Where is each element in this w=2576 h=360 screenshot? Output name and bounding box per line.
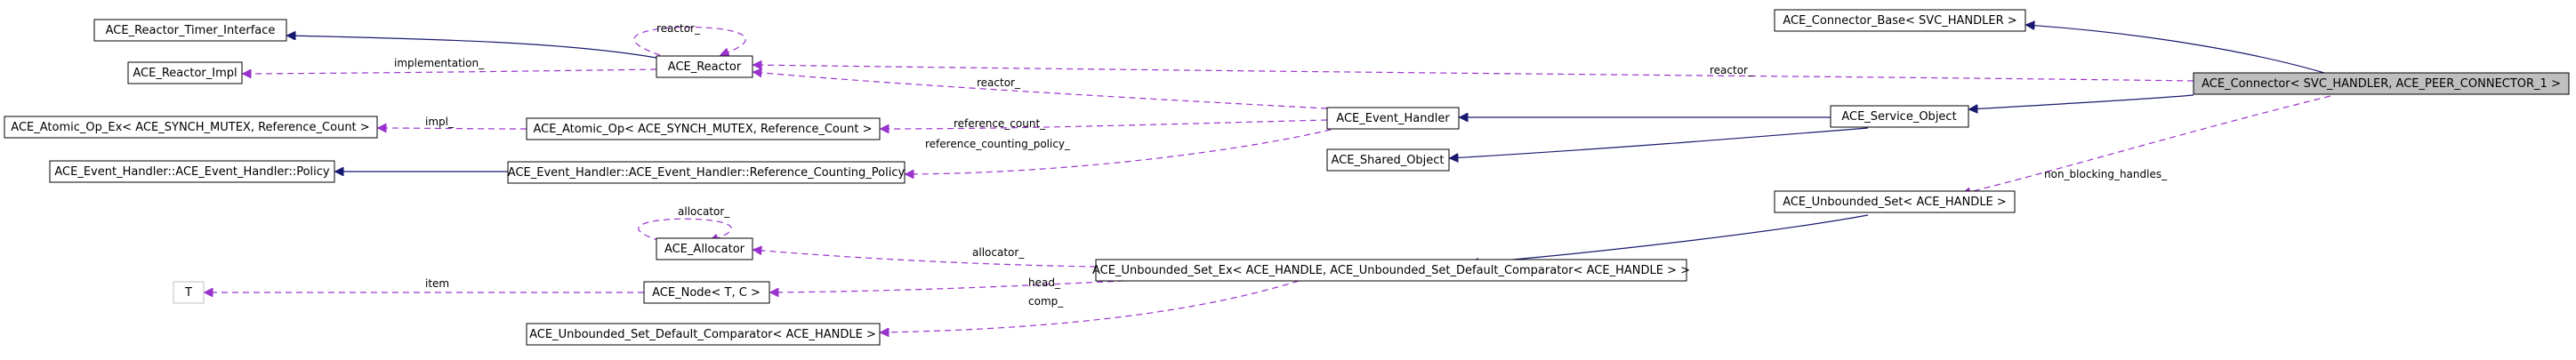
svg-text:ACE_Atomic_Op_Ex< ACE_SYNCH_MU: ACE_Atomic_Op_Ex< ACE_SYNCH_MUTEX, Refer…: [11, 121, 369, 134]
node-shared-object[interactable]: ACE_Shared_Object: [1326, 148, 1450, 172]
svg-text:ACE_Reactor_Impl: ACE_Reactor_Impl: [133, 67, 237, 80]
edge-connector-to-connector-base: [2026, 25, 2331, 76]
label-item: item: [425, 277, 449, 290]
edge-event-handler-to-reactor: [753, 72, 1328, 109]
node-ref-counting-policy[interactable]: ACE_Event_Handler::ACE_Event_Handler::Re…: [507, 161, 906, 184]
node-policy[interactable]: ACE_Event_Handler::ACE_Event_Handler::Po…: [49, 160, 335, 183]
svg-text:ACE_Shared_Object: ACE_Shared_Object: [1331, 154, 1444, 167]
svg-text:ACE_Event_Handler::ACE_Event_H: ACE_Event_Handler::ACE_Event_Handler::Re…: [508, 166, 906, 180]
svg-text:ACE_Unbounded_Set< ACE_HANDLE: ACE_Unbounded_Set< ACE_HANDLE >: [1783, 196, 2007, 209]
node-reactor-impl[interactable]: ACE_Reactor_Impl: [127, 61, 243, 84]
svg-text:ACE_Unbounded_Set_Default_Comp: ACE_Unbounded_Set_Default_Comparator< AC…: [529, 328, 876, 341]
svg-text:ACE_Allocator: ACE_Allocator: [664, 243, 745, 256]
label-comp: comp_: [1028, 295, 1064, 308]
edge-event-handler-to-ref-counting-policy: [906, 126, 1342, 174]
edge-reactor-to-reactor-impl: [243, 68, 657, 74]
label-non-blocking-handles: non_blocking_handles_: [2044, 168, 2168, 180]
node-unbounded-set-ex[interactable]: ACE_Unbounded_Set_Ex< ACE_HANDLE, ACE_Un…: [1092, 259, 1690, 282]
edge-connector-to-service-object: [1969, 94, 2194, 109]
svg-text:ACE_Reactor_Timer_Interface: ACE_Reactor_Timer_Interface: [106, 24, 276, 37]
node-atomic-op[interactable]: ACE_Atomic_Op< ACE_SYNCH_MUTEX, Referenc…: [526, 117, 881, 140]
label-reactor-self: reactor_: [656, 22, 701, 35]
node-allocator[interactable]: ACE_Allocator: [656, 237, 753, 260]
svg-text:ACE_Connector< SVC_HANDLER, AC: ACE_Connector< SVC_HANDLER, ACE_PEER_CON…: [2202, 77, 2561, 91]
edge-unbounded-set-ex-to-allocator: [753, 250, 1097, 268]
label-reactor-from-connector: reactor_: [1710, 64, 1754, 76]
edge-reactor-to-reactor-timer-interface: [287, 36, 657, 59]
label-reference-counting-policy: reference_counting_policy_: [925, 138, 1071, 150]
node-reactor-timer-interface[interactable]: ACE_Reactor_Timer_Interface: [93, 19, 287, 42]
node-connector[interactable]: ACE_Connector< SVC_HANDLER, ACE_PEER_CON…: [2193, 72, 2570, 95]
node-atomic-op-ex[interactable]: ACE_Atomic_Op_Ex< ACE_SYNCH_MUTEX, Refer…: [4, 116, 378, 139]
svg-text:ACE_Atomic_Op< ACE_SYNCH_MUTEX: ACE_Atomic_Op< ACE_SYNCH_MUTEX, Referenc…: [534, 123, 873, 136]
edge-atomic-op-to-atomic-op-ex: [378, 128, 527, 129]
edge-service-object-to-shared-object: [1450, 127, 1869, 158]
svg-text:ACE_Event_Handler::ACE_Event_H: ACE_Event_Handler::ACE_Event_Handler::Po…: [54, 165, 330, 179]
svg-text:T: T: [184, 286, 192, 300]
edge-unbounded-set-ex-to-node-tc: [770, 278, 1157, 292]
svg-text:ACE_Connector_Base< SVC_HANDLE: ACE_Connector_Base< SVC_HANDLER >: [1783, 14, 2017, 28]
label-allocator-self: allocator_: [678, 205, 730, 218]
edge-unbounded-set-to-unbounded-set-ex: [1470, 214, 1869, 263]
edge-event-handler-to-atomic-op: [881, 119, 1328, 129]
label-reactor-from-event-handler: reactor_: [977, 76, 1021, 89]
svg-text:ACE_Reactor: ACE_Reactor: [668, 60, 742, 74]
edge-reactor-self-reactor: [633, 26, 746, 56]
svg-text:ACE_Service_Object: ACE_Service_Object: [1841, 110, 1956, 124]
node-event-handler[interactable]: ACE_Event_Handler: [1326, 107, 1460, 130]
label-allocator: allocator_: [972, 246, 1025, 259]
svg-text:ACE_Event_Handler: ACE_Event_Handler: [1336, 112, 1450, 125]
svg-text:ACE_Node< T, C >: ACE_Node< T, C >: [652, 286, 761, 300]
node-default-comparator[interactable]: ACE_Unbounded_Set_Default_Comparator< AC…: [526, 323, 881, 346]
node-unbounded-set[interactable]: ACE_Unbounded_Set< ACE_HANDLE >: [1774, 190, 2016, 213]
edge-unbounded-set-ex-to-default-comparator: [881, 280, 1300, 332]
node-reactor[interactable]: ACE_Reactor: [656, 55, 753, 78]
svg-text:ACE_Unbounded_Set_Ex< ACE_HAND: ACE_Unbounded_Set_Ex< ACE_HANDLE, ACE_Un…: [1092, 264, 1690, 277]
node-service-object[interactable]: ACE_Service_Object: [1830, 105, 1969, 128]
label-impl: impl_: [425, 116, 455, 128]
node-node-tc[interactable]: ACE_Node< T, C >: [643, 281, 770, 304]
label-reference-count: reference_count_: [954, 117, 1046, 130]
edge-allocator-self-allocator: [638, 218, 732, 241]
label-implementation: implementation_: [394, 57, 485, 69]
node-connector-base[interactable]: ACE_Connector_Base< SVC_HANDLER >: [1774, 9, 2026, 32]
node-t[interactable]: T: [173, 281, 205, 304]
label-head: head_: [1028, 276, 1061, 289]
edge-connector-to-reactor: [753, 65, 2194, 82]
